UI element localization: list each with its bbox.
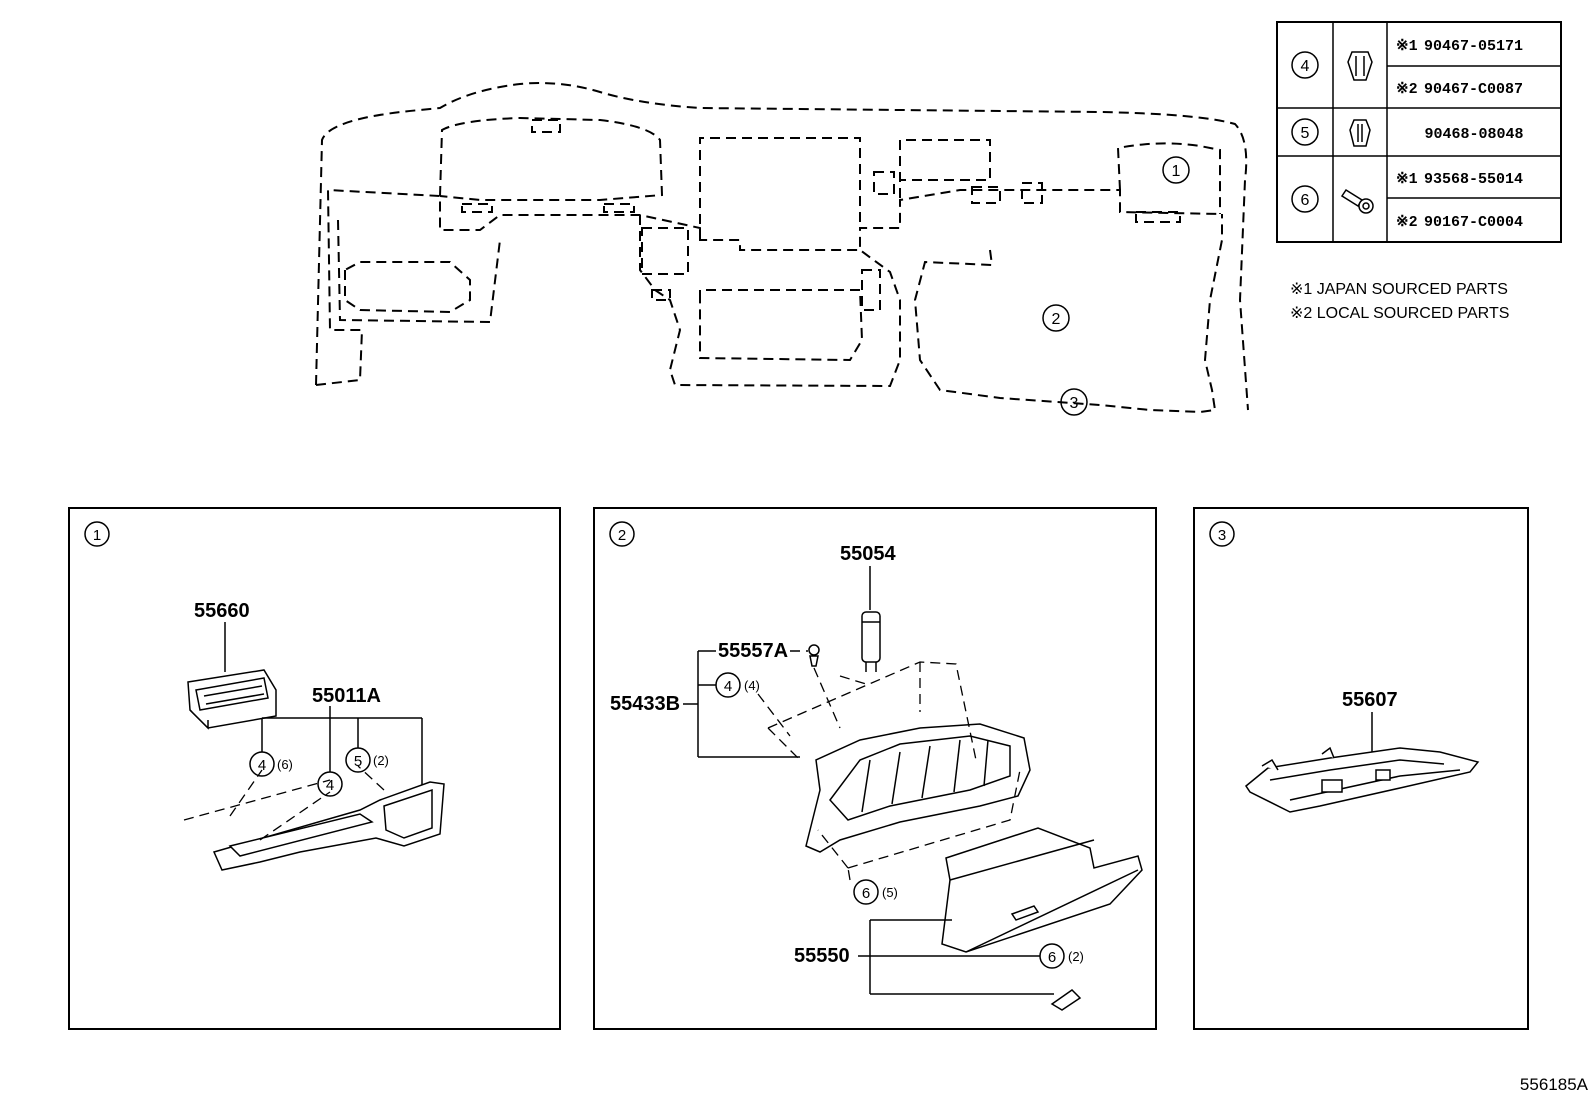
diagram-code: 556185A: [1520, 1075, 1589, 1094]
svg-text:6: 6: [1301, 192, 1310, 209]
bracket-55550: [858, 919, 1054, 995]
table-row-6: 6 ※1 93568-55014 ※2 90167-C0004: [1291, 171, 1523, 231]
svg-text:3: 3: [1070, 395, 1079, 412]
svg-text:5: 5: [354, 753, 362, 770]
svg-text:4: 4: [258, 757, 266, 774]
svg-text:4: 4: [1301, 58, 1310, 75]
ref-6-callout-a: 6 (5): [853, 879, 898, 905]
part-55660-label: 55660: [194, 600, 250, 622]
qty-6b-label: (2): [1068, 949, 1084, 964]
ref-4-callout-p2: 4 (4): [715, 672, 760, 698]
ref-4-callout-b: 4: [317, 771, 343, 797]
table-row-4: 4 ※1 90467-05171 ※2 90467-C0087: [1291, 38, 1523, 98]
svg-text:93568-55014: 93568-55014: [1424, 171, 1523, 188]
svg-text:90467-05171: 90467-05171: [1424, 38, 1523, 55]
door-55550-drawing: [941, 827, 1143, 953]
ref-6-callout-b: 6 (2): [1039, 943, 1084, 969]
bracket-55433B: [683, 650, 800, 758]
bracket-55011A: [261, 706, 423, 790]
panel-1-marker: 1: [93, 527, 101, 544]
stopper-drawing: [1050, 989, 1082, 1011]
part-55433B-label: 55433B: [610, 693, 680, 715]
bolt-55557A-drawing: [808, 644, 820, 667]
svg-text:2: 2: [1052, 311, 1061, 328]
lamp-55054-drawing: [861, 611, 881, 672]
table-row-5: 5 90468-08048: [1291, 118, 1524, 147]
note-japan-sourced: ※1 JAPAN SOURCED PARTS: [1290, 281, 1508, 298]
svg-text:4: 4: [724, 678, 732, 695]
dashboard-overview: [315, 82, 1249, 414]
screw-icon: [1340, 188, 1374, 214]
ref-5-callout: 5 (2): [345, 747, 389, 773]
svg-text:※1: ※1: [1396, 171, 1418, 188]
overview-marker-2: 2: [1042, 304, 1070, 332]
qty-6a-label: (5): [882, 885, 898, 900]
panel-3-marker: 3: [1218, 527, 1226, 544]
svg-text:※2: ※2: [1396, 214, 1418, 231]
overview-marker-1: 1: [1162, 156, 1190, 184]
panel-55011A-drawing: [212, 781, 445, 871]
svg-text:90467-C0087: 90467-C0087: [1424, 81, 1523, 98]
qty-5-label: (2): [373, 753, 389, 768]
panel-2-marker: 2: [618, 527, 626, 544]
part-55550-label: 55550: [794, 945, 850, 967]
clip-icon: [1347, 51, 1373, 81]
clip-icon: [1349, 119, 1371, 147]
qty-4-label: (6): [277, 757, 293, 772]
svg-text:6: 6: [1048, 949, 1056, 966]
svg-text:4: 4: [326, 777, 334, 794]
switch-55660-drawing: [187, 669, 277, 730]
panel-2-dash-lines: [757, 661, 1021, 869]
svg-text:5: 5: [1301, 125, 1310, 142]
panel-3: 3 55607: [1193, 507, 1529, 1030]
parts-table: 4 ※1 90467-05171 ※2 90467-C0087 5 90468-…: [1276, 21, 1562, 243]
part-55607-label: 55607: [1342, 689, 1398, 711]
overview-marker-3: 3: [1060, 388, 1088, 416]
part-55011A-label: 55011A: [312, 685, 381, 707]
svg-text:1: 1: [1172, 163, 1181, 180]
qty-4-label-p2: (4): [744, 678, 760, 693]
ref-4-callout-a: 4 (6): [249, 751, 293, 777]
panel-1: 1 55660 55011A 4 (6) 4: [68, 507, 561, 1030]
housing-55433B-drawing: [805, 723, 1031, 853]
note-local-sourced: ※2 LOCAL SOURCED PARTS: [1290, 305, 1509, 322]
svg-text:90468-08048: 90468-08048: [1424, 126, 1523, 143]
panel-2: 2 55054 55557A 55433B 4 (4): [593, 507, 1157, 1030]
svg-text:6: 6: [862, 885, 870, 902]
svg-text:※2: ※2: [1396, 81, 1418, 98]
svg-text:※1: ※1: [1396, 38, 1418, 55]
part-55054-label: 55054: [840, 543, 896, 565]
svg-text:90167-C0004: 90167-C0004: [1424, 214, 1523, 231]
panel-1-dash-lines: [183, 765, 385, 841]
undercover-55607-drawing: [1244, 746, 1480, 813]
part-55557A-label: 55557A: [718, 640, 788, 662]
